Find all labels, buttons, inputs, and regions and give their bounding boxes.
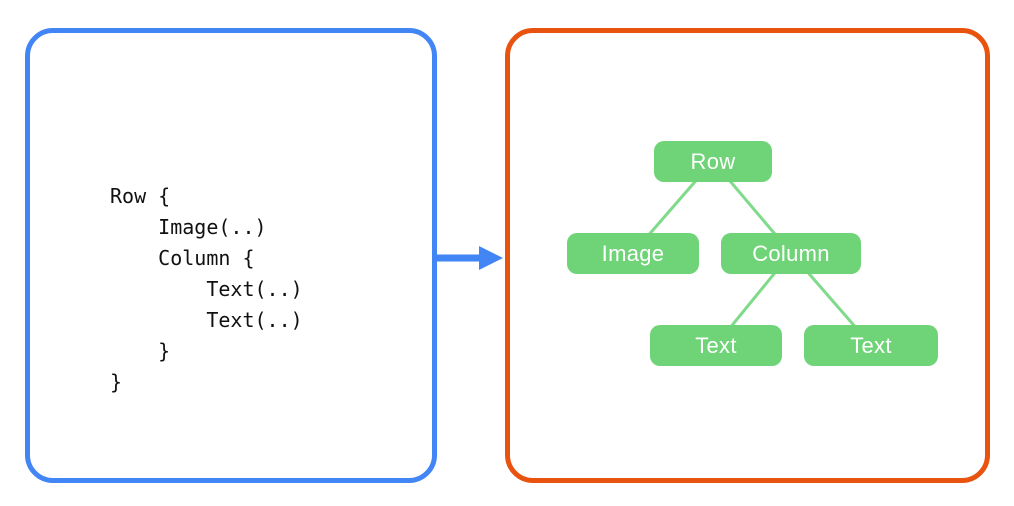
code-line: Image(..) (110, 215, 267, 239)
code-line: Text(..) (110, 277, 303, 301)
tree-node-text-left: Text (650, 325, 782, 366)
code-block: Row { Image(..) Column { Text(..) Text(.… (110, 181, 303, 398)
tree-node-image: Image (567, 233, 699, 274)
code-line: } (110, 370, 123, 394)
tree-node-column: Column (721, 233, 861, 274)
arrow-right-icon (431, 239, 505, 277)
tree-node-text-right: Text (804, 325, 938, 366)
code-panel: Row { Image(..) Column { Text(..) Text(.… (25, 28, 437, 483)
code-line: Text(..) (110, 308, 303, 332)
code-line: } (110, 339, 171, 363)
tree-node-row: Row (654, 141, 772, 182)
tree-panel: Row Image Column Text Text (505, 28, 990, 483)
code-line: Column { (110, 246, 255, 270)
code-line: Row { (110, 184, 171, 208)
